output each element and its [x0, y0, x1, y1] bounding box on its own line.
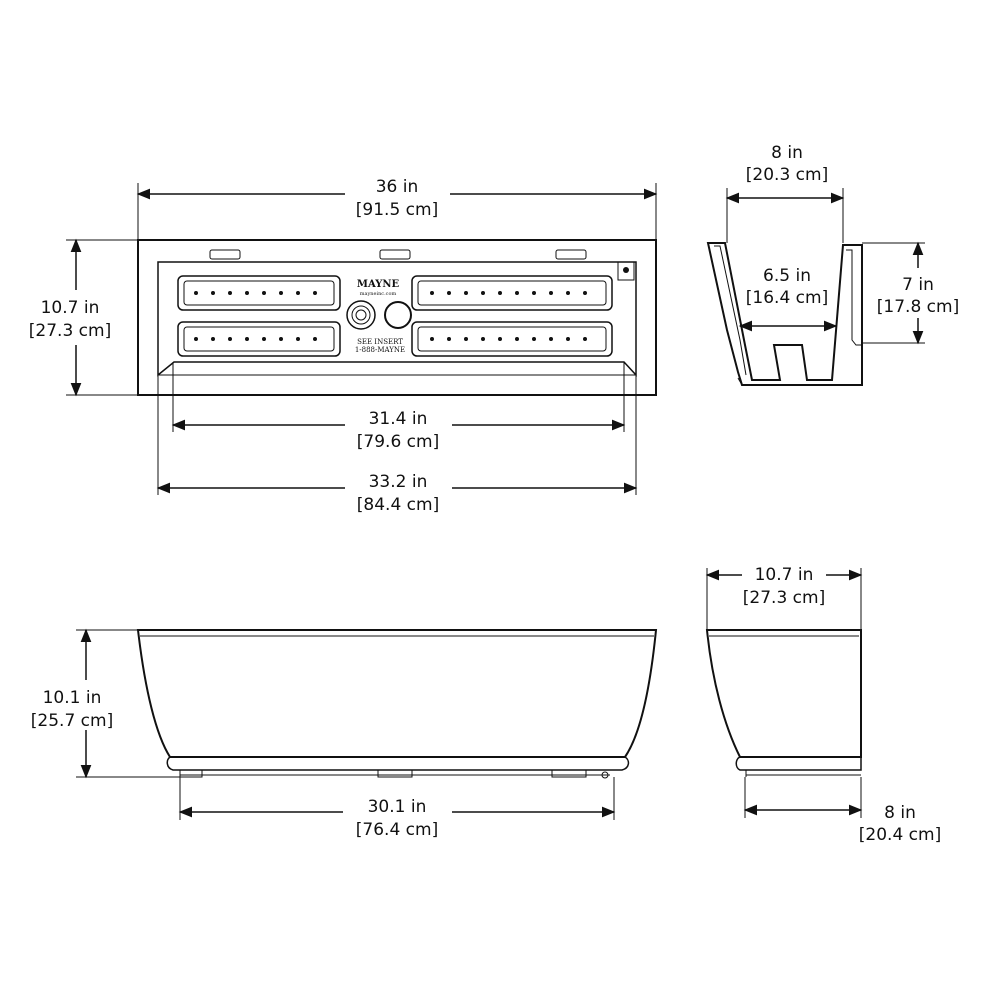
- drainage-panel-bottom-left: [177, 321, 341, 357]
- front-base-width-imperial: 30.1 in: [368, 797, 427, 817]
- label-line-1: SEE INSERT: [357, 338, 403, 346]
- rim-tab-center: [379, 249, 411, 260]
- section-inner-width-metric: [16.4 cm]: [746, 288, 828, 308]
- depth-metric: [27.3 cm]: [29, 321, 111, 341]
- brand-sub: mayneinc.com: [360, 291, 397, 297]
- side-top-width-metric: [27.3 cm]: [743, 588, 825, 608]
- front-height-metric: [25.7 cm]: [31, 711, 113, 731]
- drainage-panel-bottom-right: [411, 321, 613, 357]
- brand-logo: MAYNE: [357, 279, 400, 290]
- top-view-outline: [137, 239, 657, 396]
- side-top-width-imperial: 10.7 in: [755, 565, 814, 585]
- rim-width-imperial: 33.2 in: [369, 472, 428, 492]
- label-line-2: 1-888-MAYNE: [355, 346, 405, 354]
- overall-width-imperial: 36 in: [376, 177, 419, 197]
- side-view: 10.7 in [27.3 cm] 8 in [20.4 cm]: [705, 565, 941, 845]
- front-view: 10.1 in [25.7 cm] 30.1 in [76.4 cm]: [31, 628, 658, 840]
- drain-plug: [346, 300, 376, 330]
- front-height-imperial: 10.1 in: [43, 688, 102, 708]
- side-body: [705, 629, 862, 758]
- inner-width-metric: [79.6 cm]: [357, 432, 439, 452]
- drain-hole: [384, 301, 412, 329]
- section-inner-width-imperial: 6.5 in: [763, 266, 811, 286]
- section-height-metric: [17.8 cm]: [877, 297, 959, 317]
- drainage-panel-top-left: [177, 275, 341, 311]
- drainage-panel-top-right: [411, 275, 613, 311]
- front-base-width-metric: [76.4 cm]: [356, 820, 438, 840]
- top-view: 36 in [91.5 cm]: [29, 177, 658, 515]
- rim-width-metric: [84.4 cm]: [357, 495, 439, 515]
- side-base-width-imperial: 8 in: [884, 803, 916, 823]
- depth-imperial: 10.7 in: [41, 298, 100, 318]
- corner-clip: [617, 261, 635, 281]
- inner-width-imperial: 31.4 in: [369, 409, 428, 429]
- section-top-width-imperial: 8 in: [771, 143, 803, 163]
- overall-width-metric: [91.5 cm]: [356, 200, 438, 220]
- section-height-imperial: 7 in: [902, 275, 934, 295]
- section-profile: [706, 242, 863, 386]
- rim-tab-right: [555, 249, 587, 260]
- section-view: 8 in [20.3 cm] 6.5 in [16.4 cm] 7 in [17…: [706, 143, 959, 386]
- rim-tab-left: [209, 249, 241, 260]
- side-base-width-metric: [20.4 cm]: [859, 825, 941, 845]
- front-body: [136, 629, 658, 758]
- drainage-holes: [194, 291, 587, 341]
- section-top-width-metric: [20.3 cm]: [746, 165, 828, 185]
